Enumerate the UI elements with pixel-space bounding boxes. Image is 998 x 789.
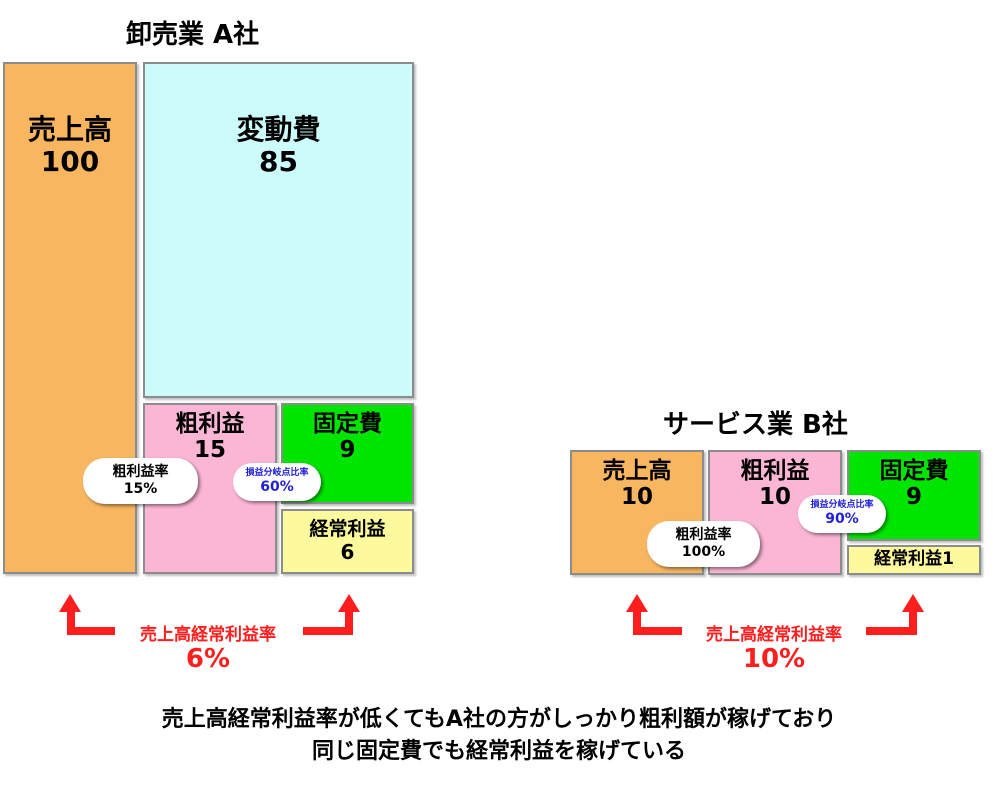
fixed-cost-label: 固定費 bbox=[879, 458, 949, 484]
company-a-ordinary-margin-value: 6% bbox=[185, 644, 231, 674]
gross-profit-label: 粗利益 bbox=[175, 411, 245, 437]
company-b-bracket-arrow bbox=[626, 594, 924, 635]
company-a-ordinary-margin-label: 売上高経常利益率 bbox=[140, 625, 276, 645]
fixed-cost-value: 9 bbox=[339, 437, 356, 464]
company-a-title: 卸売業 A社 bbox=[126, 20, 260, 50]
breakeven-value: 60% bbox=[260, 479, 294, 495]
company-b-ordinary-margin-label: 売上高経常利益率 bbox=[706, 625, 842, 645]
breakeven-value: 90% bbox=[825, 511, 859, 527]
gross-profit-value: 10 bbox=[758, 484, 791, 511]
ordinary-profit-label: 経常利益 bbox=[309, 518, 386, 540]
company-a-bracket-arrow bbox=[59, 594, 360, 635]
sales-label: 売上高 bbox=[27, 113, 112, 146]
sales-value: 10 bbox=[620, 484, 653, 511]
company-b-breakeven-badge: 損益分岐点比率 90% bbox=[798, 495, 886, 533]
gross-profit-value: 15 bbox=[193, 437, 226, 464]
variable-cost-value: 85 bbox=[259, 145, 298, 179]
sales-label: 売上高 bbox=[602, 458, 672, 484]
company-a-variable-cost-block: 変動費 85 bbox=[143, 62, 414, 398]
breakeven-label: 損益分岐点比率 bbox=[245, 468, 309, 479]
ordinary-profit-value: 6 bbox=[340, 539, 355, 564]
caption-line-1: 売上高経常利益率が低くてもA社の方がしっかり粗利額が稼げており bbox=[161, 707, 837, 732]
company-b-gross-margin-badge: 粗利益率 100% bbox=[647, 521, 760, 567]
gross-margin-value: 100% bbox=[681, 544, 726, 560]
gross-margin-label: 粗利益率 bbox=[112, 464, 169, 481]
company-a-ordinary-profit-block: 経常利益 6 bbox=[281, 509, 414, 574]
gross-profit-label: 粗利益 bbox=[740, 458, 810, 484]
company-a-breakeven-badge: 損益分岐点比率 60% bbox=[233, 463, 321, 501]
sales-value: 100 bbox=[40, 145, 100, 179]
company-a-gross-margin-badge: 粗利益率 15% bbox=[83, 458, 198, 504]
company-b-ordinary-margin-value: 10% bbox=[742, 644, 806, 674]
caption: 売上高経常利益率が低くてもA社の方がしっかり粗利額が稼げており 同じ固定費でも経… bbox=[0, 704, 998, 768]
variable-cost-label: 変動費 bbox=[236, 113, 321, 146]
ordinary-profit-label: 経常利益1 bbox=[874, 549, 954, 570]
company-b-ordinary-profit-block: 経常利益1 bbox=[847, 545, 981, 575]
caption-line-2: 同じ固定費でも経常利益を稼げている bbox=[311, 738, 686, 764]
breakeven-label: 損益分岐点比率 bbox=[810, 500, 874, 511]
gross-margin-label: 粗利益率 bbox=[675, 527, 732, 544]
fixed-cost-label: 固定費 bbox=[313, 411, 382, 437]
fixed-cost-value: 9 bbox=[905, 484, 922, 511]
gross-margin-value: 15% bbox=[123, 481, 158, 497]
company-b-title: サービス業 B社 bbox=[663, 410, 848, 440]
